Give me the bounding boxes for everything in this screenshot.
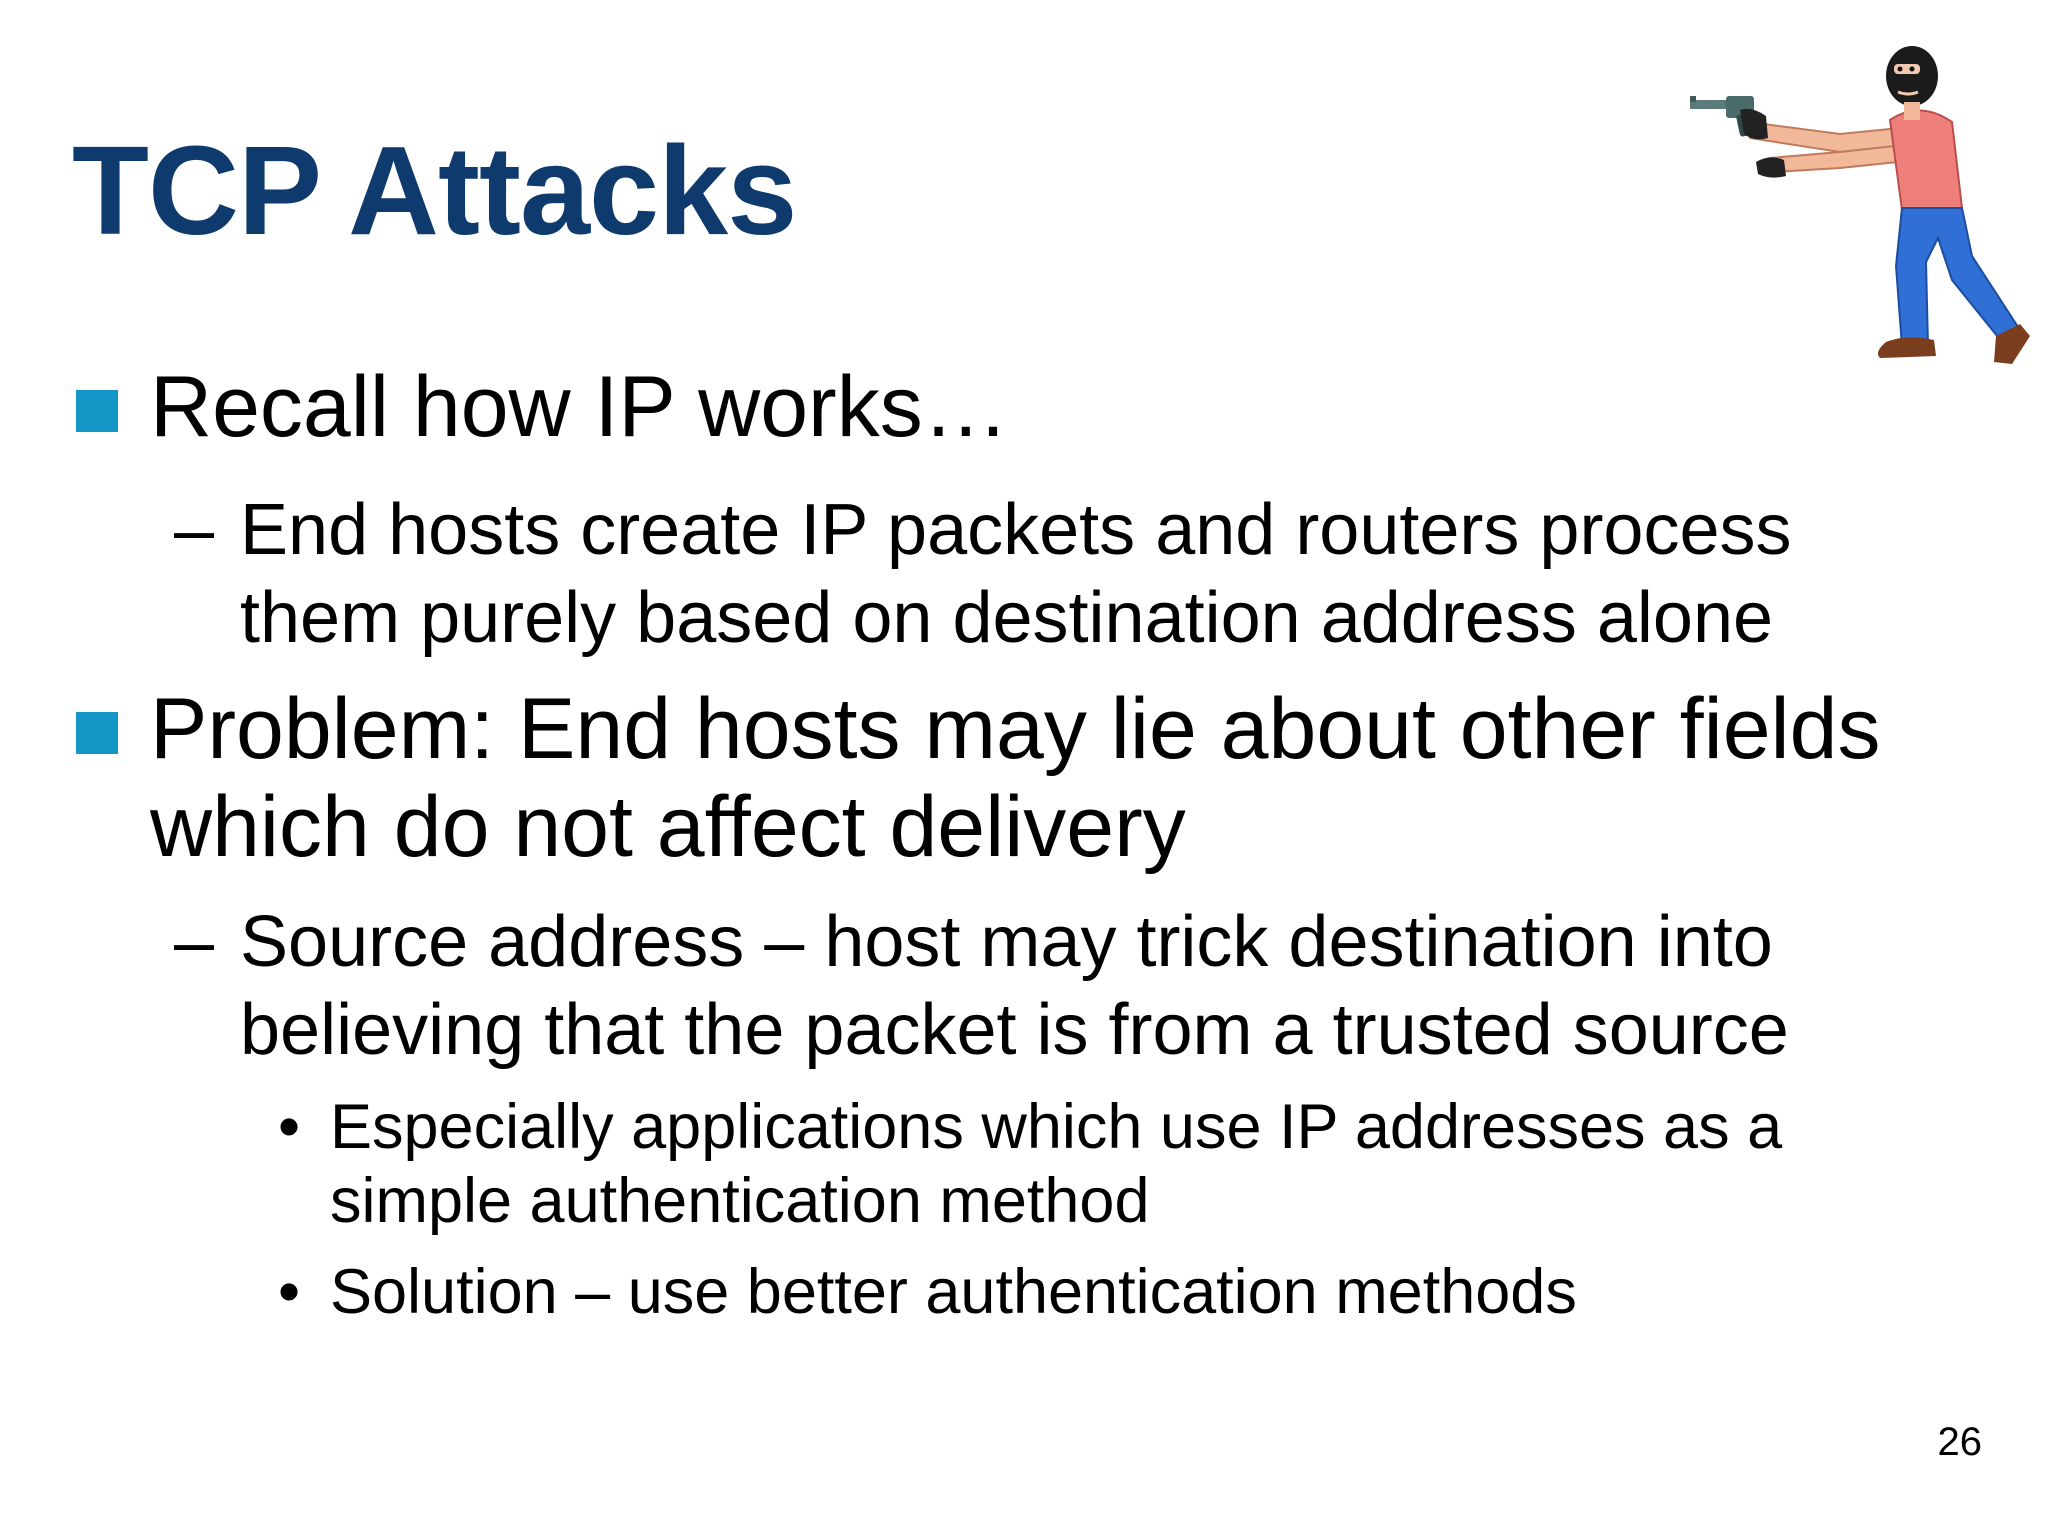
square-bullet-icon bbox=[76, 712, 118, 754]
subitem-line: Source address – host may trick destinat… bbox=[240, 902, 1773, 982]
subsubitem-solution: • Solution – use better authentication m… bbox=[278, 1255, 1577, 1329]
masked-gunman-illustration bbox=[1690, 46, 2030, 364]
slide-title: TCP Attacks bbox=[72, 120, 797, 261]
dash-marker: – bbox=[174, 902, 215, 982]
bullet-line: which do not affect delivery bbox=[150, 779, 1186, 875]
subsubitem-line: Solution – use better authentication met… bbox=[330, 1257, 1577, 1327]
dot-marker: • bbox=[278, 1092, 301, 1162]
subsubitem-line: simple authentication method bbox=[330, 1166, 1150, 1236]
subsubitem-especially: • Especially applications which use IP a… bbox=[278, 1090, 1783, 1238]
square-bullet-icon bbox=[76, 390, 118, 432]
page-number: 26 bbox=[1937, 1420, 1983, 1464]
subsubitem-line: Especially applications which use IP add… bbox=[330, 1092, 1783, 1162]
subitem-line: them purely based on destination address… bbox=[240, 578, 1774, 658]
bullet-text: Recall how IP works… bbox=[150, 359, 1009, 455]
dash-marker: – bbox=[174, 490, 215, 570]
subitem-end-hosts: – End hosts create IP packets and router… bbox=[174, 486, 1792, 662]
bullet-line: Problem: End hosts may lie about other f… bbox=[150, 681, 1881, 777]
subitem-line: End hosts create IP packets and routers … bbox=[240, 490, 1792, 570]
bullet-recall-ip: Recall how IP works… bbox=[76, 358, 1009, 456]
subitem-line: believing that the packet is from a trus… bbox=[240, 990, 1789, 1070]
bullet-problem: Problem: End hosts may lie about other f… bbox=[76, 680, 1881, 876]
dot-marker: • bbox=[278, 1257, 301, 1327]
subitem-source-address: – Source address – host may trick destin… bbox=[174, 898, 1789, 1074]
